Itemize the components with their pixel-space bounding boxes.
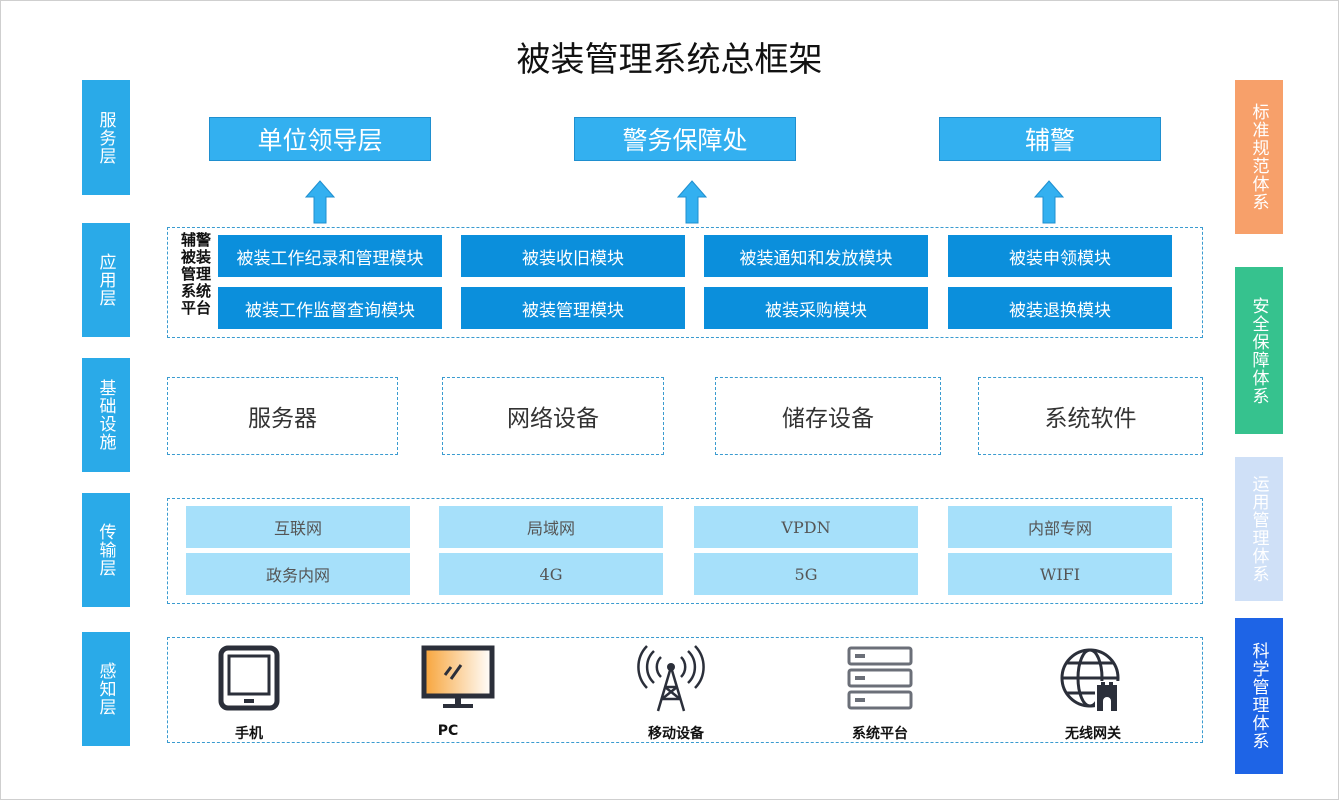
module-management: 被装管理模块 <box>461 287 685 329</box>
module-collect-old: 被装收旧模块 <box>461 235 685 277</box>
network-government: 政务内网 <box>186 553 410 595</box>
module-return-exchange: 被装退换模块 <box>948 287 1172 329</box>
globe-gateway-icon <box>1060 648 1121 711</box>
infra-system-software: 系统软件 <box>978 377 1203 455</box>
server-stack-icon <box>847 646 913 710</box>
network-5g: 5G <box>694 553 918 595</box>
pillar-standards: 标准规范体系 <box>1235 80 1283 234</box>
pillar-operations: 运用管理体系 <box>1235 457 1283 601</box>
layer-label-infrastructure: 基础设施 <box>82 358 130 472</box>
service-auxiliary-police: 辅警 <box>939 117 1161 161</box>
service-police-support: 警务保障处 <box>574 117 796 161</box>
diagram-title: 被装管理系统总框架 <box>516 40 823 80</box>
module-work-record: 被装工作纪录和管理模块 <box>218 235 442 277</box>
device-wireless-gateway <box>1037 645 1147 713</box>
layer-label-perception: 感知层 <box>82 632 130 746</box>
platform-label: 辅警被装管理系统平台 <box>180 231 211 317</box>
application-layer-frame <box>167 227 1203 338</box>
up-arrow-icon <box>677 180 707 224</box>
layer-label-application: 应用层 <box>82 223 130 337</box>
module-procurement: 被装采购模块 <box>704 287 928 329</box>
module-supervision-query: 被装工作监督查询模块 <box>218 287 442 329</box>
device-system-platform <box>825 645 935 711</box>
up-arrow-icon <box>305 180 335 224</box>
device-phone-label: 手机 <box>235 726 263 742</box>
up-arrow-icon <box>1034 180 1064 224</box>
perception-layer-frame <box>167 637 1203 743</box>
network-vpdn: VPDN <box>694 506 918 548</box>
device-system-platform-label: 系统平台 <box>852 726 908 742</box>
module-notify-issue: 被装通知和发放模块 <box>704 235 928 277</box>
layer-label-service: 服务层 <box>82 80 130 195</box>
pillar-security: 安全保障体系 <box>1235 267 1283 434</box>
device-wireless-gateway-label: 无线网关 <box>1065 726 1121 742</box>
layer-label-transport: 传输层 <box>82 493 130 607</box>
infra-network-equipment: 网络设备 <box>442 377 664 455</box>
infra-server: 服务器 <box>167 377 398 455</box>
network-wifi: WIFI <box>948 553 1172 595</box>
network-lan: 局域网 <box>439 506 663 548</box>
infra-storage: 储存设备 <box>715 377 941 455</box>
network-internet: 互联网 <box>186 506 410 548</box>
network-4g: 4G <box>439 553 663 595</box>
tablet-icon <box>218 645 280 711</box>
device-phone <box>194 645 304 711</box>
monitor-icon <box>421 645 495 708</box>
transport-layer-frame <box>167 498 1203 604</box>
device-pc-label: PC <box>437 723 459 739</box>
pillar-scientific: 科学管理体系 <box>1235 618 1283 774</box>
module-apply: 被装申领模块 <box>948 235 1172 277</box>
antenna-tower-icon <box>637 645 705 712</box>
service-unit-leaders: 单位领导层 <box>209 117 431 161</box>
device-pc <box>403 645 513 711</box>
device-mobile-label: 移动设备 <box>648 726 704 742</box>
network-private: 内部专网 <box>948 506 1172 548</box>
device-mobile <box>616 645 726 713</box>
